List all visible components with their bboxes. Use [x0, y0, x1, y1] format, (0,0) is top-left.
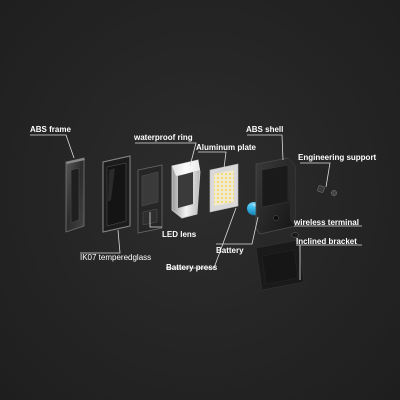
- label-inclined-bracket: Inclined bracket: [296, 237, 357, 246]
- leader-aluminum-plate: [198, 151, 227, 169]
- label-ik07-glass: IK07 temperedglass: [80, 253, 152, 262]
- waterproof-ring-part: [171, 159, 201, 219]
- label-battery: Battery: [216, 246, 244, 255]
- leader-led-lens: [149, 212, 162, 228]
- leader-abs-frame: [30, 134, 75, 159]
- abs-frame-part: [65, 157, 85, 233]
- label-waterproof-ring: waterproof ring: [134, 133, 193, 142]
- label-abs-frame: ABS frame: [30, 125, 71, 134]
- label-led-lens: LED lens: [162, 230, 197, 239]
- aluminum-plate-part: [209, 163, 239, 213]
- leader-battery: [216, 216, 259, 245]
- leader-waterproof-ring: [135, 142, 197, 167]
- label-aluminum-plate: Aluminum plate: [196, 143, 257, 152]
- label-battery-press: Battery press: [166, 263, 218, 272]
- label-abs-shell: ABS shell: [246, 125, 284, 134]
- leader-engineering-support: [300, 162, 331, 188]
- leader-lines: [30, 134, 362, 280]
- tempered-glass-part: [102, 155, 131, 233]
- leader-battery-press: [166, 207, 237, 269]
- wireless-terminal-part: [291, 232, 299, 238]
- leader-ik07-glass: [80, 229, 121, 254]
- label-engineering-support: Engineering support: [298, 153, 377, 162]
- inclined-bracket-part: [255, 239, 305, 291]
- leader-abs-shell: [247, 134, 284, 161]
- label-wireless-terminal: wireless terminal: [294, 218, 359, 227]
- abs-shell-part: [255, 157, 296, 235]
- engineering-support-part: [317, 185, 337, 196]
